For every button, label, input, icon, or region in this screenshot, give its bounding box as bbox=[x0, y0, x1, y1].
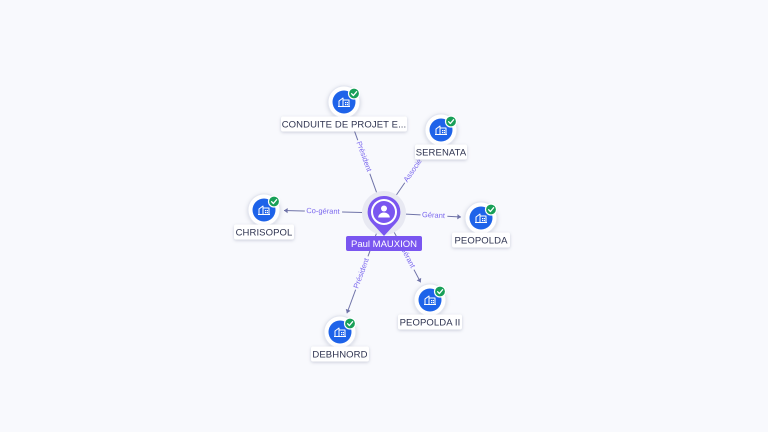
company-name-label: DEBHNORD bbox=[312, 349, 367, 360]
company-label-bg bbox=[398, 314, 462, 330]
arrow-head-icon bbox=[416, 277, 422, 283]
check-icon bbox=[433, 285, 447, 298]
building-icon bbox=[258, 205, 270, 215]
edge-label-bg bbox=[353, 138, 376, 176]
edge-peopolda: Gérant bbox=[405, 209, 462, 221]
check-icon bbox=[343, 317, 357, 330]
building-icon bbox=[338, 97, 350, 107]
edge-role-label: Président bbox=[355, 140, 375, 174]
company-name-label: PEOPOLDA bbox=[454, 235, 508, 246]
center-person-node[interactable]: Paul MAUXION bbox=[346, 191, 422, 251]
company-label-bg bbox=[311, 346, 369, 362]
company-label-bg bbox=[281, 116, 407, 132]
building-icon bbox=[435, 125, 447, 135]
check-icon bbox=[267, 195, 281, 208]
company-node-peopolda[interactable]: PEOPOLDA bbox=[452, 201, 510, 248]
center-name-label: Paul MAUXION bbox=[351, 239, 417, 250]
edge-role-label: Associé bbox=[401, 157, 423, 184]
company-name-label: SERENATA bbox=[416, 147, 467, 158]
edge-role-label: Co-gérant bbox=[306, 206, 340, 216]
company-name-label: CONDUITE DE PROJET E... bbox=[282, 119, 407, 130]
arrow-head-icon bbox=[283, 207, 288, 214]
company-label-bg bbox=[415, 144, 467, 160]
center-label-bg bbox=[346, 236, 422, 251]
edge-label-bg bbox=[400, 155, 426, 186]
check-icon bbox=[484, 203, 498, 216]
person-icon bbox=[378, 205, 390, 218]
building-icon bbox=[424, 295, 436, 305]
check-icon bbox=[347, 87, 361, 100]
edge-conduite: Président bbox=[349, 120, 378, 193]
company-node-serenata[interactable]: SERENATA bbox=[415, 113, 467, 160]
check-icon bbox=[444, 115, 458, 128]
edge-label-bg bbox=[304, 205, 343, 217]
building-icon bbox=[334, 327, 346, 337]
company-node-conduite[interactable]: CONDUITE DE PROJET E... bbox=[281, 85, 407, 132]
arrow-head-icon bbox=[345, 308, 351, 314]
nodes-layer: CONDUITE DE PROJET E... SERENATA CHRISOPOL… bbox=[234, 85, 510, 362]
building-icon bbox=[475, 213, 487, 223]
company-label-bg bbox=[234, 224, 294, 240]
edge-chrisopol: Co-gérant bbox=[283, 205, 363, 217]
company-node-debhnord[interactable]: DEBHNORD bbox=[311, 315, 369, 362]
edge-role-label: Président bbox=[351, 256, 371, 290]
edge-label-bg bbox=[420, 209, 448, 221]
company-name-label: PEOPOLDA II bbox=[400, 317, 461, 328]
company-node-chrisopol[interactable]: CHRISOPOL bbox=[234, 193, 294, 240]
company-label-bg bbox=[452, 232, 510, 248]
edge-label-bg bbox=[350, 254, 373, 292]
company-name-label: CHRISOPOL bbox=[236, 227, 293, 238]
arrow-head-icon bbox=[457, 214, 462, 220]
edge-role-label: Gérant bbox=[422, 210, 446, 220]
company-node-peopolda2[interactable]: PEOPOLDA II bbox=[398, 283, 462, 330]
